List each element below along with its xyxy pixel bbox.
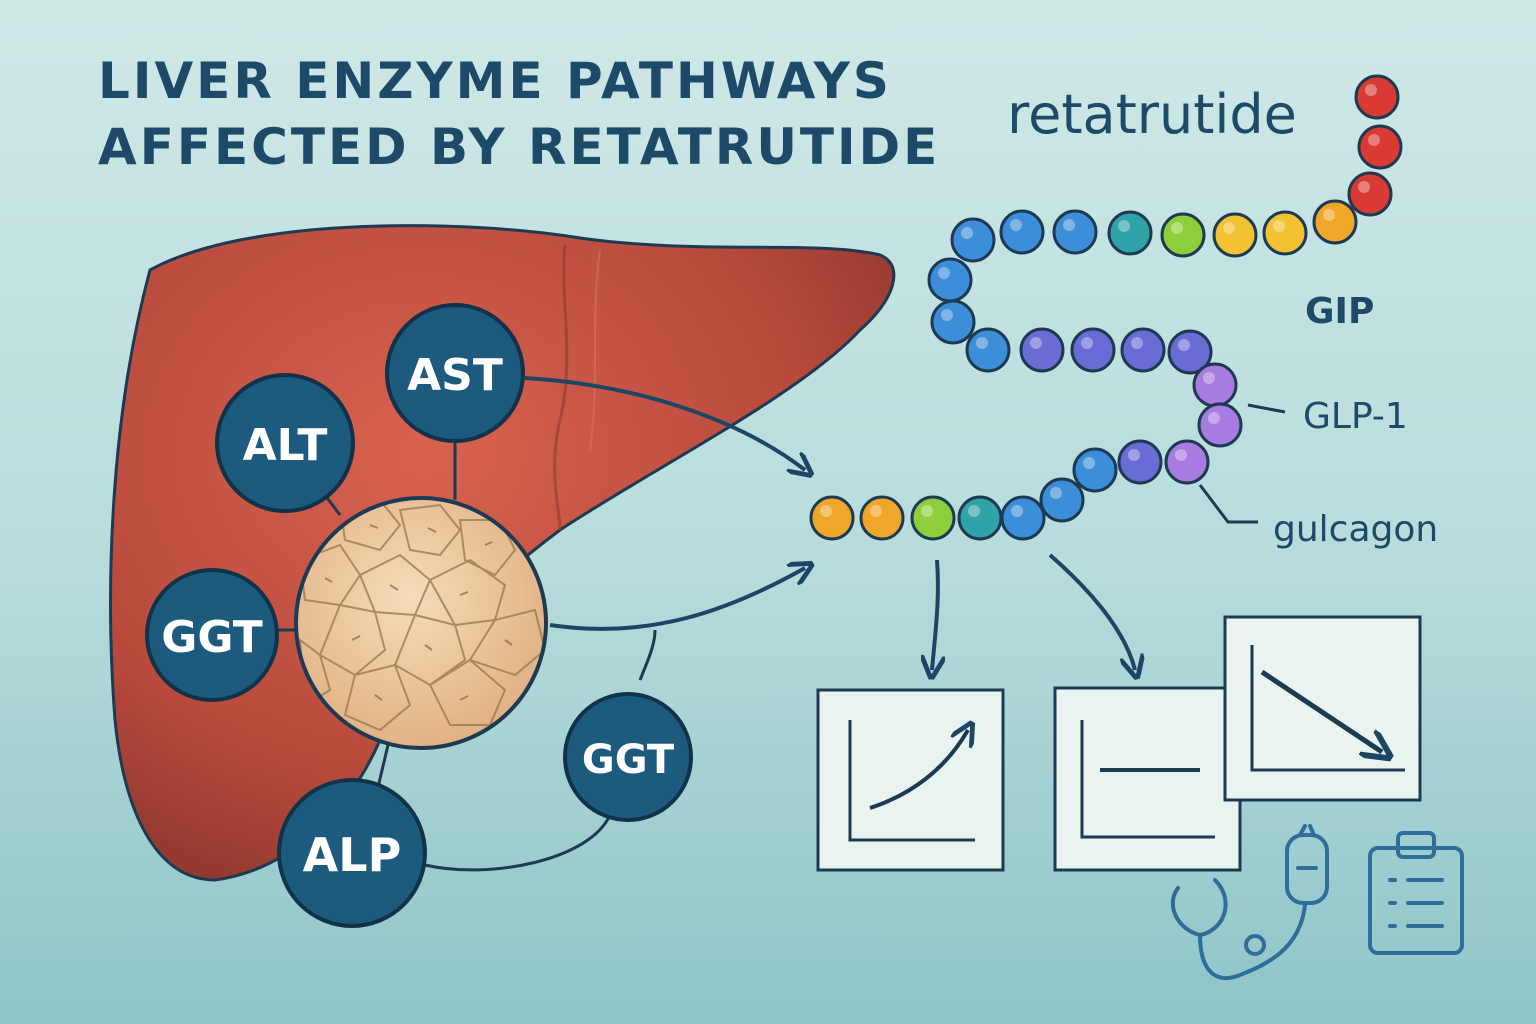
bead-highlight [1128,449,1140,461]
receptor-label-glucagon: gulcagon [1273,509,1438,550]
bead-highlight [1118,220,1130,232]
enzyme-label: GGT [161,612,262,663]
bead-highlight [870,505,882,517]
arrow-liver-to-peptide [549,568,805,631]
bead-highlight [1368,134,1380,146]
amino-acid-bead [1354,74,1400,120]
bead-highlight [968,505,980,517]
arrow-to-chart-1 [932,559,938,670]
receptor-label-gip: GIP [1305,291,1374,332]
enzyme-node-alp: ALP [277,778,427,928]
amino-acid-bead [1212,212,1258,258]
enzyme-label: GGT [582,737,675,783]
bead-highlight [1203,372,1215,384]
amino-acid-bead [1312,199,1358,245]
bead-highlight [1175,449,1187,461]
amino-acid-bead [1160,212,1206,258]
bead-highlight [1171,222,1183,234]
enzyme-node-ggt-2: GGT [563,692,693,822]
bead-highlight [1083,457,1095,469]
amino-acid-bead [1019,327,1065,373]
amino-acid-bead [809,495,855,541]
bead-highlight [1323,209,1335,221]
bead-highlight [1178,339,1190,351]
bead-highlight [938,267,950,279]
arrow-to-chart-2 [1048,553,1135,670]
bead-highlight [1030,337,1042,349]
bead-highlight [1131,337,1143,349]
bead-highlight [921,505,933,517]
bead-highlight [1365,84,1377,96]
bead-highlight [1011,505,1023,517]
amino-acid-bead [999,209,1045,255]
amino-acid-bead [950,217,996,263]
stethoscope-icon [1170,824,1329,981]
effect-chart-decrease [1223,615,1422,802]
amino-acid-bead [1000,495,1046,541]
amino-acid-bead [927,257,973,303]
bead-highlight [1063,219,1075,231]
amino-acid-bead [1070,327,1116,373]
bead-highlight [1223,222,1235,234]
amino-acid-bead [1072,447,1118,493]
enzyme-node-ggt: GGT [145,568,279,702]
amino-acid-bead [1192,362,1238,408]
amino-acid-bead [965,327,1011,373]
bead-highlight [976,337,988,349]
amino-acid-bead [1117,439,1163,485]
effect-chart-increase [816,688,1005,872]
amino-acid-bead [1120,327,1166,373]
bead-highlight [1050,487,1062,499]
bead-highlight [1208,412,1220,424]
enzyme-label: AST [407,350,503,401]
amino-acid-bead [859,495,905,541]
bead-highlight [820,505,832,517]
bead-highlight [1273,220,1285,232]
pathway-arrows [524,376,1135,670]
enzyme-node-alt: ALT [215,373,355,513]
amino-acid-bead [1197,402,1243,448]
amino-acid-bead [1039,477,1085,523]
amino-acid-bead [930,299,976,345]
drug-name: retatrutide [1007,83,1297,146]
enzyme-connectors [275,435,657,872]
enzyme-label: ALT [243,420,328,471]
amino-acid-bead [910,495,956,541]
bead-highlight [961,227,973,239]
title-line-2: AFFECTED BY RETATRUTIDE [98,118,941,176]
amino-acid-bead [1052,209,1098,255]
hepatocyte-zoom [294,496,548,750]
clipboard-icon [1368,831,1464,955]
amino-acid-bead [1107,210,1153,256]
title-line-1: LIVER ENZYME PATHWAYS [98,52,892,110]
peptide-chain [809,74,1403,541]
amino-acid-bead [1347,171,1393,217]
receptor-label-glp1: GLP-1 [1303,396,1408,437]
amino-acid-bead [1357,124,1403,170]
bead-highlight [1081,337,1093,349]
arrow-ast-to-peptide [524,376,805,470]
amino-acid-bead [1262,210,1308,256]
amino-acid-bead [1167,329,1213,375]
amino-acid-bead [957,495,1003,541]
bead-highlight [1358,181,1370,193]
enzyme-node-ast: AST [385,303,525,443]
amino-acid-bead [1164,439,1210,485]
bead-highlight [1010,219,1022,231]
bead-highlight [941,309,953,321]
effect-chart-flat [1053,686,1242,872]
enzyme-label: ALP [303,828,402,882]
